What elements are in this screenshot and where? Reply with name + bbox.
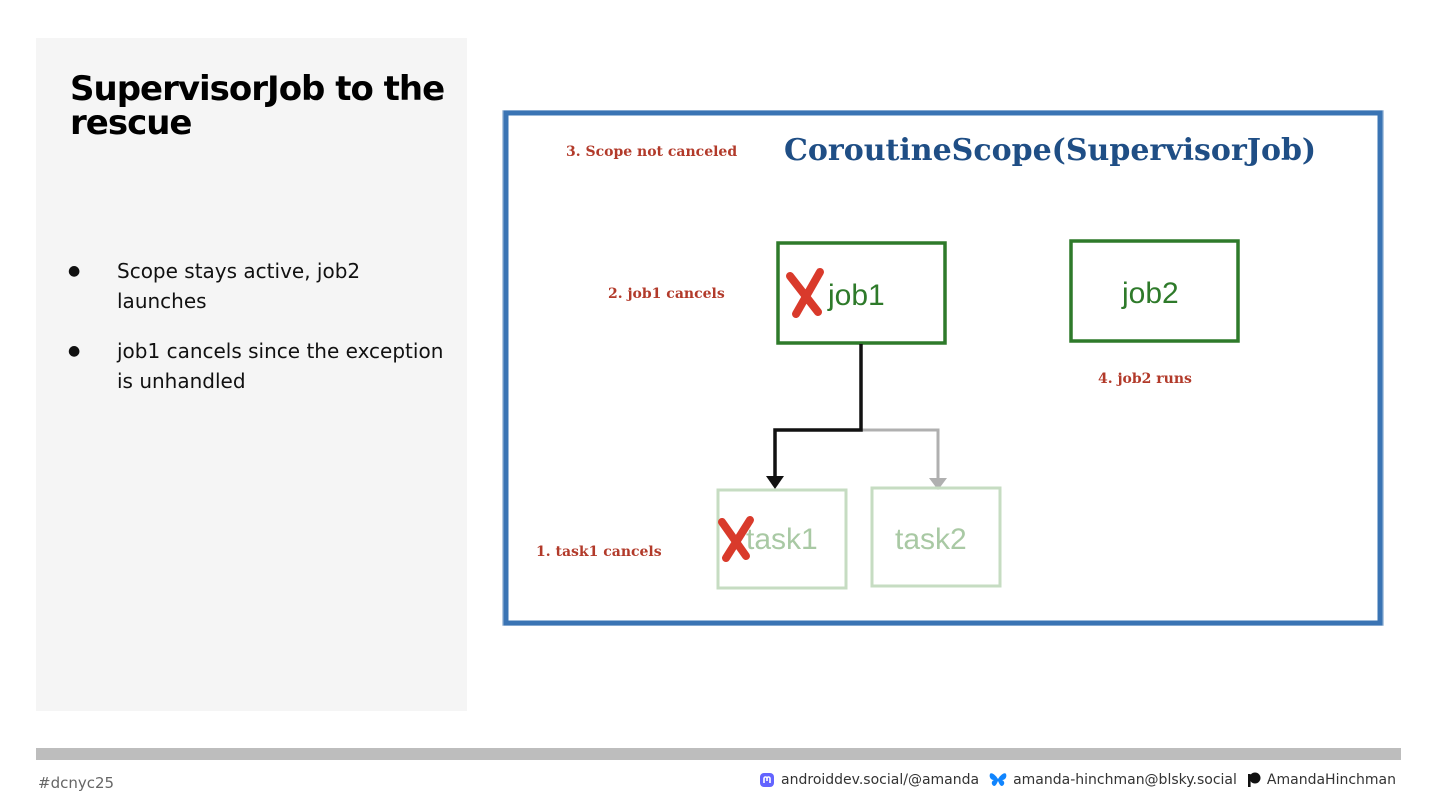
slide-title: SupervisorJob to the rescue — [70, 69, 445, 143]
left-panel: SupervisorJob to the rescue Scope stays … — [36, 38, 467, 711]
note-scope-not-canceled: 3. Scope not canceled — [566, 144, 737, 160]
task1-box — [716, 488, 848, 590]
scope-box — [503, 110, 1383, 626]
supervisor-diagram: CoroutineScope(SupervisorJob) 3. Scope n… — [502, 110, 1384, 626]
bullet-item: job1 cancels since the exception is unha… — [66, 336, 446, 396]
task2-label: task2 — [895, 523, 967, 556]
cross-icon — [718, 516, 754, 562]
cross-icon — [786, 268, 824, 318]
mastodon-handle: androiddev.social/@amanda — [781, 772, 980, 788]
job2-label: job2 — [1121, 277, 1179, 310]
patreon-handle: AmandaHinchman — [1266, 772, 1396, 788]
job1-box — [776, 241, 947, 345]
mastodon-icon — [760, 773, 775, 787]
butterfly-icon — [989, 773, 1007, 786]
note-job1-cancels: 2. job1 cancels — [608, 286, 725, 302]
bullet-list: Scope stays active, job2 launches job1 c… — [66, 256, 446, 416]
patreon-link[interactable]: AmandaHinchman — [1247, 772, 1396, 788]
task1-label: task1 — [746, 523, 818, 556]
social-links: androiddev.social/@amanda amanda-hinchma… — [749, 772, 1396, 788]
job2-box — [1069, 239, 1240, 343]
bullet-item: Scope stays active, job2 launches — [66, 256, 446, 316]
bluesky-handle: amanda-hinchman@blsky.social — [1013, 772, 1237, 788]
task2-box — [870, 486, 1002, 588]
patreon-icon — [1247, 772, 1261, 787]
connector-job1-task2 — [861, 428, 940, 480]
job1-label: job1 — [827, 279, 885, 312]
connector-job1-task1 — [773, 344, 863, 478]
note-job2-runs: 4. job2 runs — [1098, 371, 1192, 387]
note-task1-cancels: 1. task1 cancels — [536, 544, 662, 560]
bluesky-link[interactable]: amanda-hinchman@blsky.social — [989, 772, 1237, 788]
arrowhead-task2 — [929, 478, 947, 490]
scope-label: CoroutineScope(SupervisorJob) — [784, 133, 1316, 168]
arrowhead-task1 — [766, 476, 784, 489]
mastodon-link[interactable]: androiddev.social/@amanda — [759, 772, 979, 788]
footer-divider — [36, 748, 1401, 760]
hashtag: #dcnyc25 — [38, 774, 115, 792]
